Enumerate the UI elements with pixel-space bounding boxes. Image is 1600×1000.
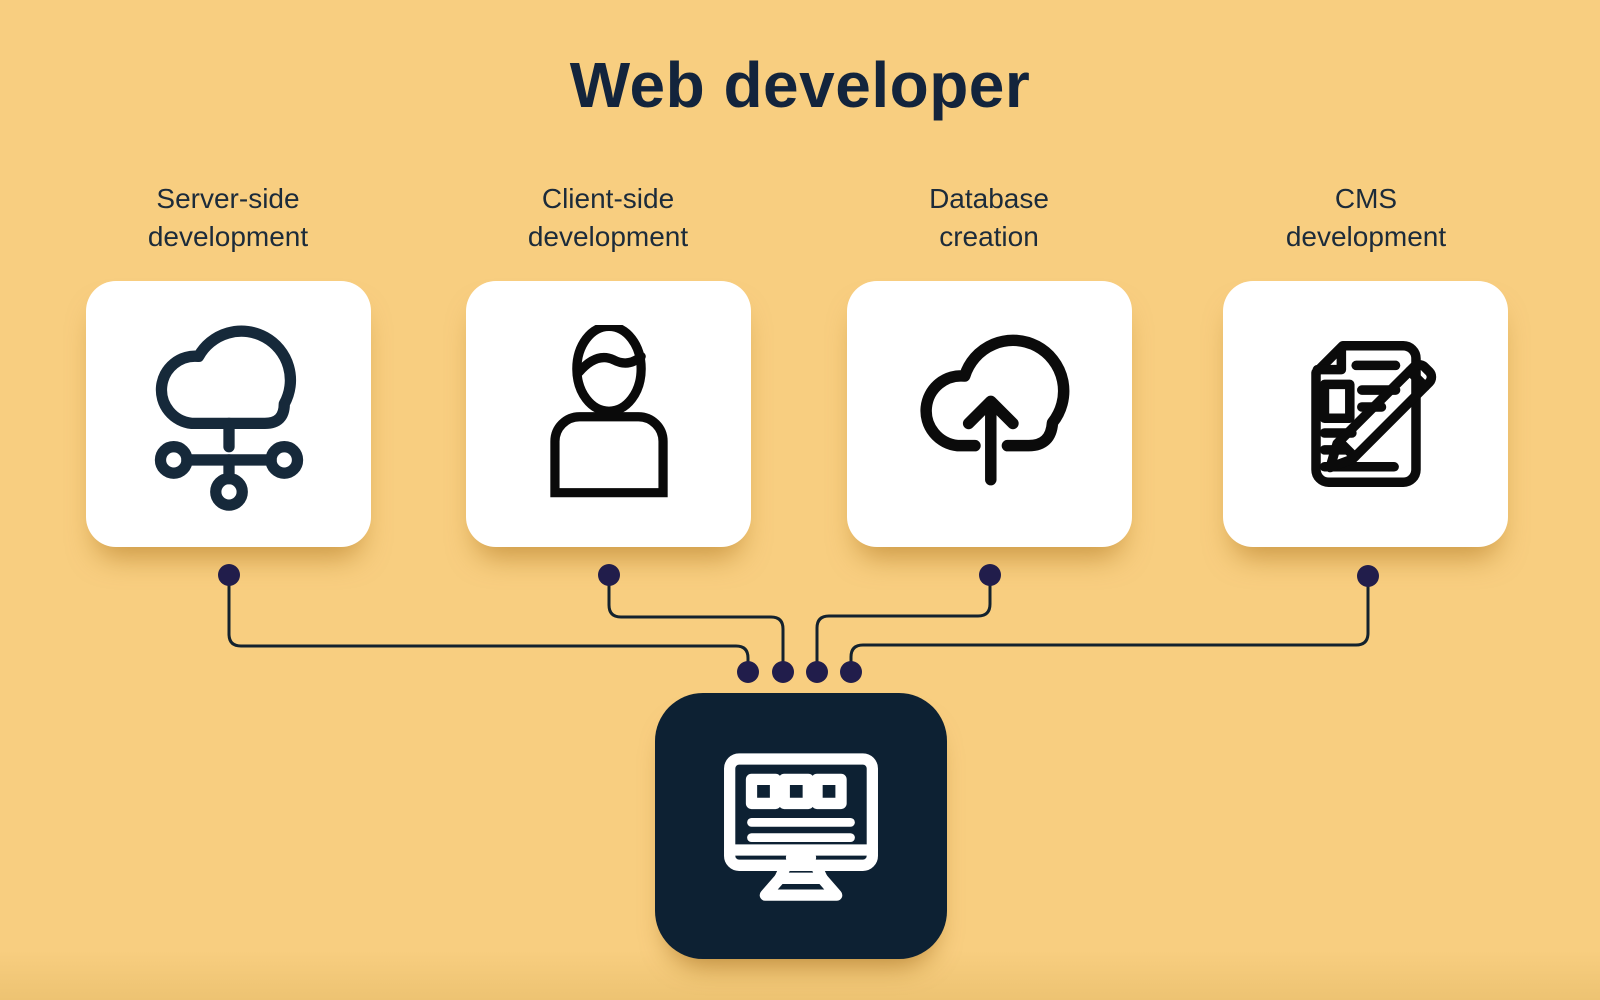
cloud-upload-icon [919,334,1069,486]
connector-end-dot [806,661,828,683]
document-pencil-icon [1310,340,1436,488]
label-client-side-development: Client-side development [527,183,689,252]
node-card-database-creation [847,281,1132,547]
node-card-client-side-development [466,281,751,547]
connector-server-side [227,584,750,663]
node-card-cms-development [1223,281,1508,547]
connector-end-dot [840,661,862,683]
label-cms-development: CMS development [1285,183,1447,252]
cloud-network-icon [154,325,303,511]
label-server-side-development: Server-side development [147,183,309,252]
monitor-icon [724,753,878,901]
page-title: Web developer [569,49,1031,121]
node-card-server-side-development [86,281,371,547]
user-icon [549,325,668,498]
connector-cms [849,585,1370,663]
hub-web-developer [655,693,947,959]
connector-start-dot [1357,565,1379,587]
connector-start-dot [598,564,620,586]
label-database-creation: Database creation [929,183,1049,252]
connector-end-dot [772,661,794,683]
connector-start-dot [218,564,240,586]
connector-client-side [607,584,785,663]
connector-end-dot [737,661,759,683]
connector-start-dot [979,564,1001,586]
connector-database [815,584,992,663]
